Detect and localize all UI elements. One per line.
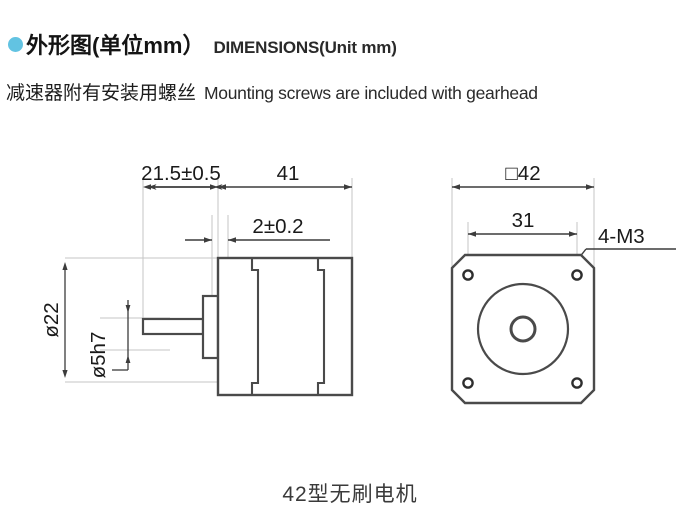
side-view: 21.5±0.5 41 2±0.2 ø22 (40, 162, 354, 397)
dim-d5h7-label: ø5h7 (87, 332, 110, 379)
dim-21-5-label: 21.5±0.5 (141, 162, 221, 185)
shaft-boss (201, 294, 220, 360)
mounting-holes (462, 269, 583, 389)
dim-31-label: 31 (512, 209, 535, 232)
dim-d5h7: ø5h7 (87, 300, 131, 379)
dim-sq42-label: □42 (505, 162, 540, 185)
front-view: □42 31 4-M3 (450, 162, 676, 405)
dim-d22: ø22 (40, 262, 68, 378)
motor-shaft (141, 317, 205, 336)
dim-21-5: 21.5±0.5 (141, 162, 223, 190)
shaft-circle (509, 315, 537, 343)
dim-31: 31 (468, 209, 577, 237)
bullet-icon (8, 37, 23, 52)
dim-2: 2±0.2 (185, 215, 330, 243)
dim-d22-label: ø22 (40, 302, 63, 337)
mounting-hole-top-left (462, 269, 474, 281)
section-title-cn: 外形图(单位mm） (26, 33, 205, 58)
drawing-caption: 42型无刷电机 (282, 483, 418, 506)
section-subtitle-en: Mounting screws are included with gearhe… (204, 83, 538, 103)
section-title-en: DIMENSIONS(Unit mm) (213, 38, 397, 57)
dim-sq42: □42 (452, 162, 594, 190)
motor-body (216, 256, 354, 397)
dim-41-label: 41 (277, 162, 300, 185)
mounting-hole-bottom-left (462, 377, 474, 389)
section-subtitle-cn: 减速器附有安装用螺丝 (6, 83, 197, 104)
section-subtitle: 减速器附有安装用螺丝 Mounting screws are included … (6, 78, 538, 105)
mounting-hole-bottom-right (571, 377, 583, 389)
section-title: 外形图(单位mm） DIMENSIONS(Unit mm) (8, 28, 397, 60)
dim-2-label: 2±0.2 (252, 215, 303, 238)
dim-4m3-label: 4-M3 (598, 225, 645, 248)
motor-body-segments (250, 258, 326, 395)
mounting-hole-top-right (571, 269, 583, 281)
dim-41: 41 (218, 162, 352, 190)
